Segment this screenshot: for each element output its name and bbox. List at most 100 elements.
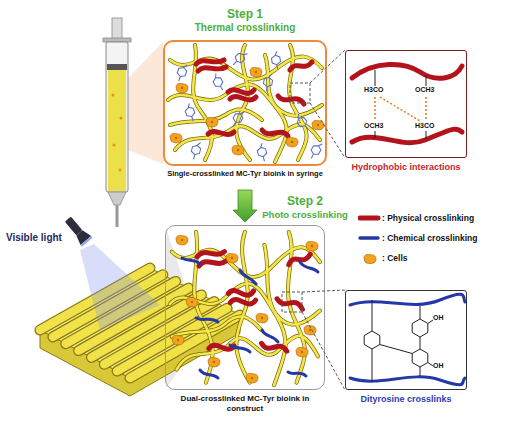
legend-sample (358, 232, 382, 244)
polymer-network (168, 45, 322, 162)
tyramine-groups (293, 113, 311, 132)
cells (186, 297, 198, 306)
cells (256, 313, 268, 322)
hydrophobic-interaction (375, 97, 426, 121)
flashlight-icon (62, 215, 92, 247)
hydrophobic-interaction (380, 97, 420, 121)
inset-caption: Dityrosine crosslinks (360, 394, 451, 405)
polymer-network (168, 45, 322, 162)
cells (176, 83, 188, 92)
dityrosine-structure (420, 367, 421, 376)
cells (312, 120, 324, 129)
cells (170, 67, 324, 154)
syringe (116, 205, 119, 227)
methylcellulose-chains (352, 64, 462, 142)
legend-text: : Physical crosslinking (382, 213, 474, 223)
chemical-crosslinks (230, 345, 250, 352)
cells (206, 117, 218, 126)
syringe (103, 18, 131, 227)
cells (172, 235, 318, 382)
legend-sample (358, 212, 382, 224)
hydrophobic-interaction (425, 97, 426, 121)
light-label: Visible light (6, 232, 62, 244)
thermal-step-panel: Step 1Thermal crosslinking (163, 40, 327, 166)
syringe (106, 42, 128, 192)
tyramine-groups (189, 141, 202, 161)
dityrosine-structure (364, 300, 433, 382)
chemical-crosslinks (262, 330, 278, 342)
chemical-crosslinks (300, 262, 318, 272)
methoxy-bonds (375, 70, 376, 86)
light-beam (80, 244, 160, 330)
cells (176, 235, 188, 244)
chemical-crosslinks (182, 258, 318, 378)
cells (304, 325, 316, 334)
printed-scaffold (40, 268, 240, 378)
zoom-inset: Dityrosine crosslinks (345, 290, 467, 390)
dityrosine-structure (380, 345, 412, 354)
dityrosine-structure (412, 349, 428, 367)
syringe (119, 169, 122, 172)
panel-caption: Dual-crosslinked MC-Tyr bioink in constr… (170, 394, 320, 413)
legend-entry: : Physical crosslinking (358, 212, 474, 224)
polymer-network (170, 232, 320, 385)
chemical-group: OH (433, 314, 444, 322)
flashlight-icon (74, 228, 91, 245)
chemical-crosslinks (288, 372, 306, 376)
syringe (113, 144, 116, 147)
printed-scaffold (40, 268, 240, 378)
cells (246, 373, 258, 382)
tyramine-groups (308, 141, 324, 161)
cells (296, 347, 308, 356)
legend-sample (358, 252, 382, 264)
syringe (120, 117, 123, 120)
chemical-crosslinks (240, 270, 256, 284)
line-sample (360, 216, 378, 221)
syringe (112, 94, 115, 97)
methoxy-bonds (375, 131, 376, 138)
zoom-leader (290, 50, 345, 158)
dityrosine-structure (428, 363, 433, 367)
step-subheading: Thermal crosslinking (195, 22, 296, 34)
dityrosine-structure (364, 331, 380, 349)
dityrosine-structure (372, 349, 373, 382)
flashlight-icon (80, 236, 92, 247)
cells (208, 357, 220, 366)
panel-caption: Single-crosslinked MC-Tyr bioink in syri… (145, 169, 345, 178)
tyramine-groups (175, 63, 189, 83)
syringe (108, 70, 126, 191)
cells (226, 253, 238, 262)
hydrophobic-interaction (374, 97, 375, 121)
cells (250, 67, 262, 76)
zoom-leader (282, 290, 345, 390)
line-sample (360, 236, 378, 240)
tyramine-groups (230, 49, 249, 68)
tyramine-groups (262, 73, 273, 92)
polymer-network (170, 232, 320, 385)
legend-entry: : Chemical crosslinking (358, 232, 477, 244)
chemical-group: H3CO (415, 122, 434, 130)
legend-text: : Chemical crosslinking (382, 233, 477, 243)
dityrosine-structure (420, 306, 421, 319)
tyramine-groups (175, 49, 324, 162)
cells (170, 133, 182, 142)
methylcellulose-chains (352, 64, 462, 78)
syringe (107, 64, 127, 70)
polymer-network (197, 252, 310, 352)
polymer-chains (350, 377, 465, 385)
legend-text: : Cells (382, 253, 408, 263)
tyramine-groups (183, 103, 197, 123)
chemical-group: OCH3 (415, 86, 434, 94)
cells (306, 241, 318, 250)
inset-caption: Hydrophobic interactions (351, 162, 460, 173)
legend-entry: : Cells (358, 252, 408, 264)
polymer-chains (350, 294, 465, 385)
printed-scaffold (40, 268, 240, 378)
syringe (108, 192, 126, 205)
zoom-inset: Hydrophobic interactions (345, 50, 467, 158)
step-heading: Step 2 (287, 194, 323, 208)
photo-step-panel: Step 2Photo crosslinking (165, 225, 325, 390)
